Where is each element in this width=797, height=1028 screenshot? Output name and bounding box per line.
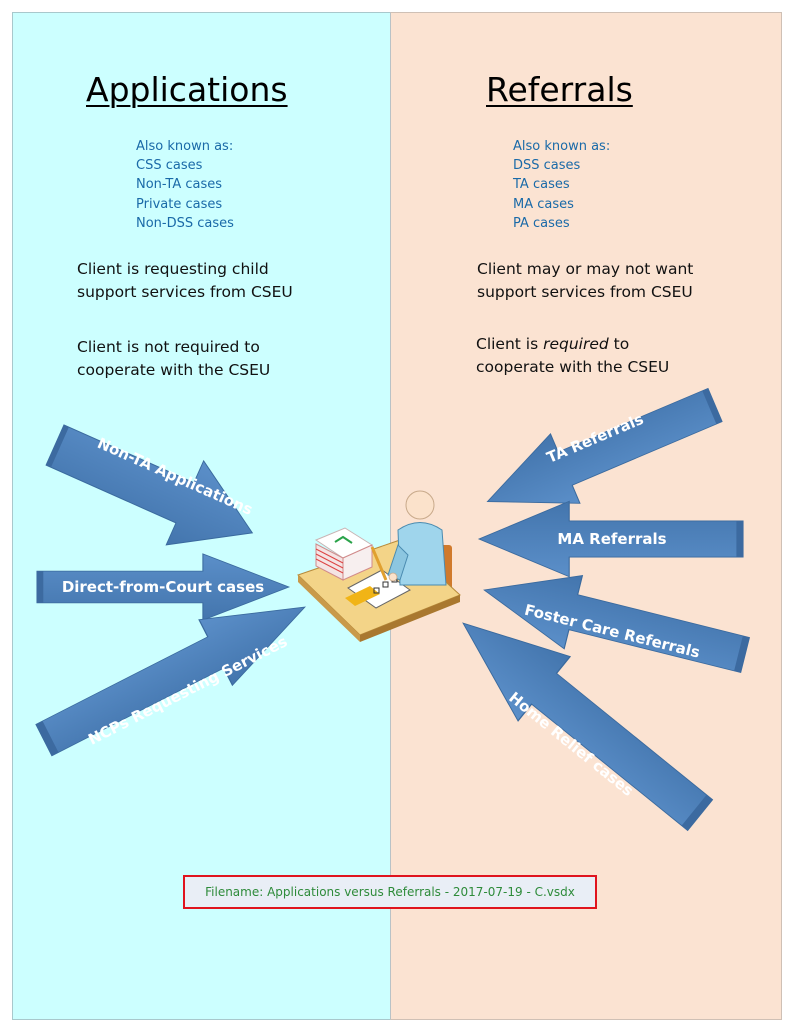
referrals-aka-list: Also known as: DSS cases TA cases MA cas…: [513, 137, 610, 233]
home-relief-cases-arrow: [436, 590, 727, 848]
person-at-desk-icon: [297, 490, 461, 642]
referrals-desc-cooperate: Client is required to cooperate with the…: [476, 335, 670, 376]
aka-item: Non-TA cases: [136, 177, 223, 193]
filename-text: Filename: Applications versus Referrals …: [205, 885, 575, 899]
referrals-panel: [390, 12, 782, 1020]
aka-item: PA cases: [513, 215, 570, 231]
required-emphasis: required: [543, 335, 609, 353]
applications-desc-cooperate: Client is not required to cooperate with…: [77, 338, 271, 379]
direct-from-court-arrow: [36, 553, 290, 621]
referrals-heading: Referrals: [486, 70, 633, 109]
applications-aka-list: Also known as: CSS cases Non-TA cases Pr…: [136, 137, 234, 233]
referrals-desc-request: Client may or may not want support servi…: [477, 260, 694, 301]
ma-referrals-label: MA Referrals: [557, 530, 666, 548]
aka-item: CSS cases: [136, 158, 203, 174]
filename-box: Filename: Applications versus Referrals …: [183, 875, 597, 909]
non-ta-applications-arrow: [35, 402, 272, 576]
applications-desc-request: Client is requesting child support servi…: [77, 260, 293, 301]
aka-item: DSS cases: [513, 158, 581, 174]
direct-from-court-label: Direct-from-Court cases: [62, 578, 264, 596]
ta-referrals-arrow: [472, 369, 731, 537]
aka-item: Also known as:: [513, 139, 611, 154]
ncps-requesting-services-arrow: [26, 573, 323, 774]
aka-item: Private cases: [136, 196, 223, 212]
ma-referrals-arrow: [478, 500, 744, 578]
aka-item: TA cases: [513, 177, 570, 193]
foster-care-referrals-arrow: [474, 552, 755, 693]
applications-heading: Applications: [86, 70, 288, 109]
aka-item: Non-DSS cases: [136, 215, 234, 231]
aka-item: MA cases: [513, 196, 574, 212]
aka-item: Also known as:: [136, 139, 234, 154]
